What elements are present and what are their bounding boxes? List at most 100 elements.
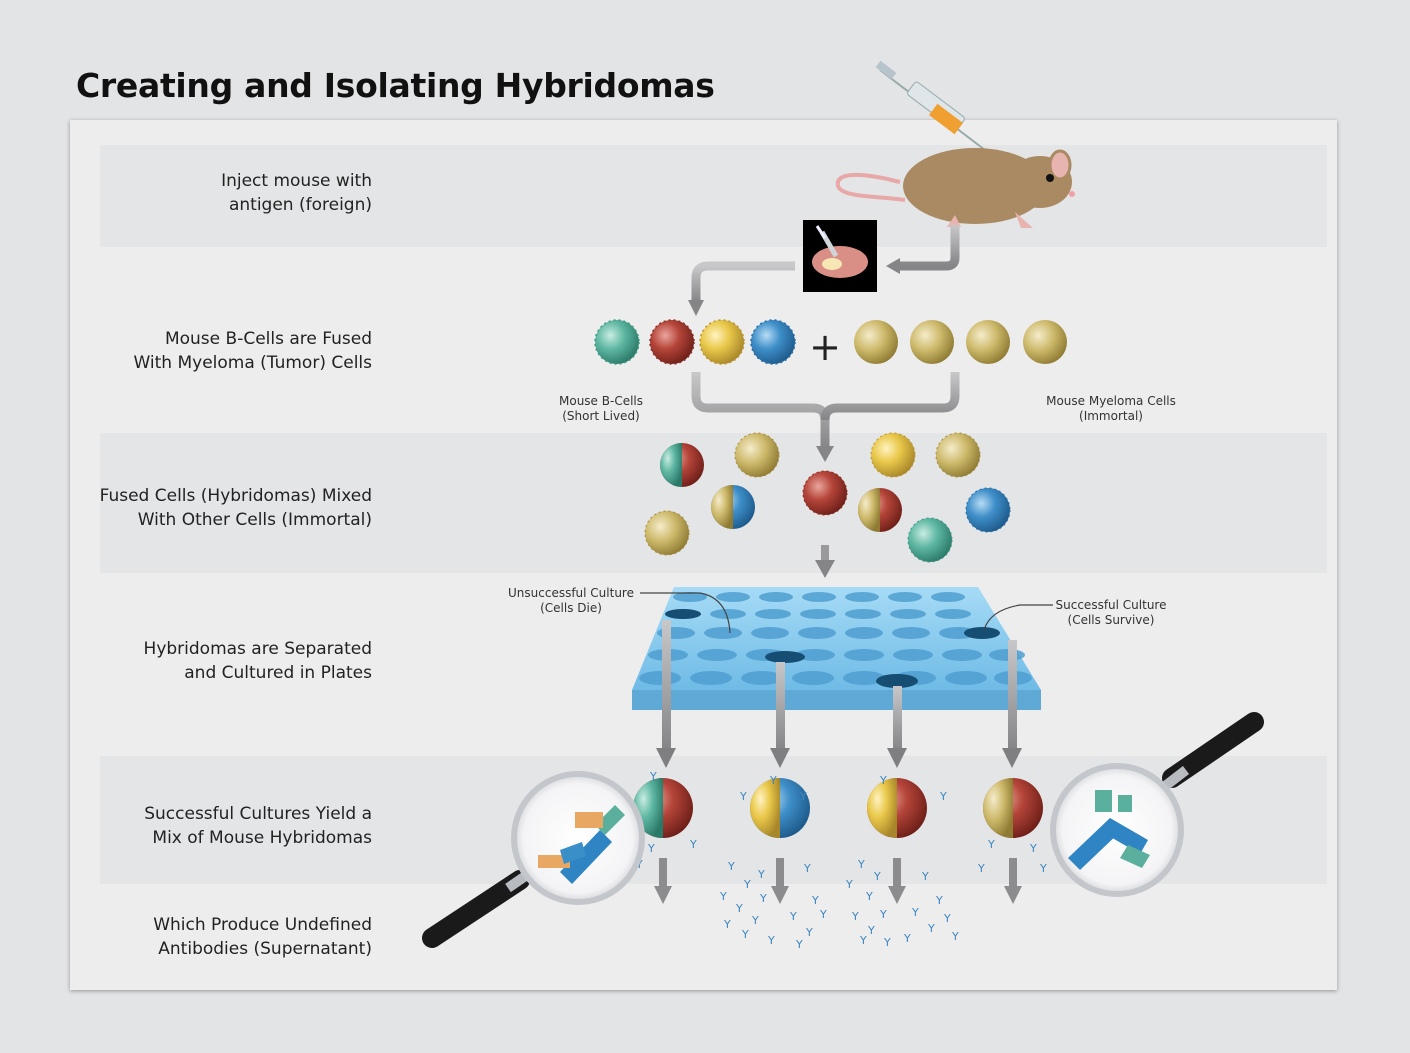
svg-text:Y: Y (795, 938, 803, 951)
arrow-spleen-to-bcells (691, 261, 795, 302)
successful-caption-line1: Successful Culture (1056, 598, 1167, 612)
svg-text:Y: Y (727, 860, 735, 873)
svg-text:Y: Y (857, 858, 865, 871)
svg-text:Y: Y (649, 770, 657, 783)
svg-text:Y: Y (935, 894, 943, 907)
svg-text:Y: Y (803, 862, 811, 875)
arrows-plate-to-cultures (656, 620, 1022, 768)
svg-text:Y: Y (903, 932, 911, 945)
svg-text:Y: Y (883, 936, 891, 949)
svg-text:Y: Y (977, 862, 985, 875)
svg-text:Y: Y (769, 774, 777, 787)
b-cell (870, 432, 916, 478)
page-title: Creating and Isolating Hybridomas (76, 66, 715, 105)
arrow-fusion (691, 372, 960, 448)
arrow-head (886, 258, 900, 274)
hybridoma-cell (711, 485, 755, 529)
successful-callout-line (983, 604, 1053, 631)
svg-text:Y: Y (879, 908, 887, 921)
plus-sign: + (809, 325, 841, 369)
svg-text:Y: Y (879, 774, 887, 787)
svg-text:Y: Y (751, 914, 759, 927)
svg-text:Y: Y (739, 790, 747, 803)
band-1 (100, 145, 1327, 247)
svg-text:Y: Y (789, 910, 797, 923)
svg-text:Y: Y (719, 890, 727, 903)
antibody-icon (1068, 790, 1150, 870)
svg-text:Y: Y (647, 842, 655, 855)
svg-text:Y: Y (743, 878, 751, 891)
hybridoma-culture (983, 778, 1043, 838)
myeloma-caption-line2: (Immortal) (1079, 409, 1143, 423)
antibody-icon (538, 805, 625, 884)
hybridoma-cell (858, 488, 902, 532)
svg-text:Y: Y (805, 926, 813, 939)
successful-caption-line2: (Cells Survive) (1068, 613, 1155, 627)
svg-text:Y: Y (921, 870, 929, 883)
magnifier-right-icon (1050, 712, 1264, 897)
myeloma-cell (644, 510, 690, 556)
svg-text:Y: Y (939, 790, 947, 803)
b-cell (965, 487, 1011, 533)
syringe-icon (875, 60, 986, 151)
svg-text:Y: Y (689, 838, 697, 851)
hybridoma-culture (867, 778, 927, 838)
mixed-cells-cluster (644, 432, 1011, 563)
svg-text:Y: Y (1029, 842, 1037, 855)
hybridoma-culture (750, 778, 810, 838)
bcells-caption-line1: Mouse B-Cells (559, 394, 643, 408)
myeloma-caption-line1: Mouse Myeloma Cells (1046, 394, 1176, 408)
arrows-to-supernatant (654, 858, 1022, 904)
culture-plate (632, 587, 1041, 710)
svg-text:Y: Y (987, 838, 995, 851)
b-cell (907, 517, 953, 563)
magnifier-left-icon (422, 771, 645, 948)
hybridoma-cell (660, 443, 704, 487)
svg-text:Y: Y (819, 908, 827, 921)
svg-text:Y: Y (1039, 862, 1047, 875)
svg-text:Y: Y (811, 894, 819, 907)
svg-text:Y: Y (851, 910, 859, 923)
b-cell (802, 470, 848, 516)
svg-text:Y: Y (927, 922, 935, 935)
svg-text:Y: Y (951, 930, 959, 943)
svg-text:Y: Y (741, 928, 749, 941)
svg-text:Y: Y (867, 924, 875, 937)
bcells-caption-line2: (Short Lived) (562, 409, 640, 423)
successful-cultures-row (633, 778, 1043, 838)
svg-text:Y: Y (845, 878, 853, 891)
svg-text:Y: Y (865, 890, 873, 903)
arrow-mouse-to-spleen (900, 225, 960, 271)
svg-text:Y: Y (943, 912, 951, 925)
svg-text:Y: Y (873, 870, 881, 883)
arrow-head (816, 446, 834, 462)
arrow-head (688, 300, 704, 316)
arrow-to-plate (815, 545, 835, 578)
b-cells-row (594, 319, 796, 365)
myeloma-cell (935, 432, 981, 478)
svg-text:Y: Y (859, 934, 867, 947)
svg-text:Y: Y (735, 902, 743, 915)
svg-text:Y: Y (723, 918, 731, 931)
svg-text:Y: Y (767, 934, 775, 947)
svg-text:Y: Y (799, 790, 807, 803)
unsuccessful-caption-line1: Unsuccessful Culture (508, 586, 634, 600)
myeloma-cell (734, 432, 780, 478)
unsuccessful-caption-line2: (Cells Die) (540, 601, 602, 615)
svg-text:Y: Y (757, 868, 765, 881)
spleen-extraction-icon (803, 220, 877, 292)
svg-text:Y: Y (759, 892, 767, 905)
mouse-icon (835, 148, 1075, 228)
svg-text:Y: Y (911, 906, 919, 919)
myeloma-cells-row (854, 320, 1067, 364)
unsuccessful-callout-line (640, 592, 731, 634)
